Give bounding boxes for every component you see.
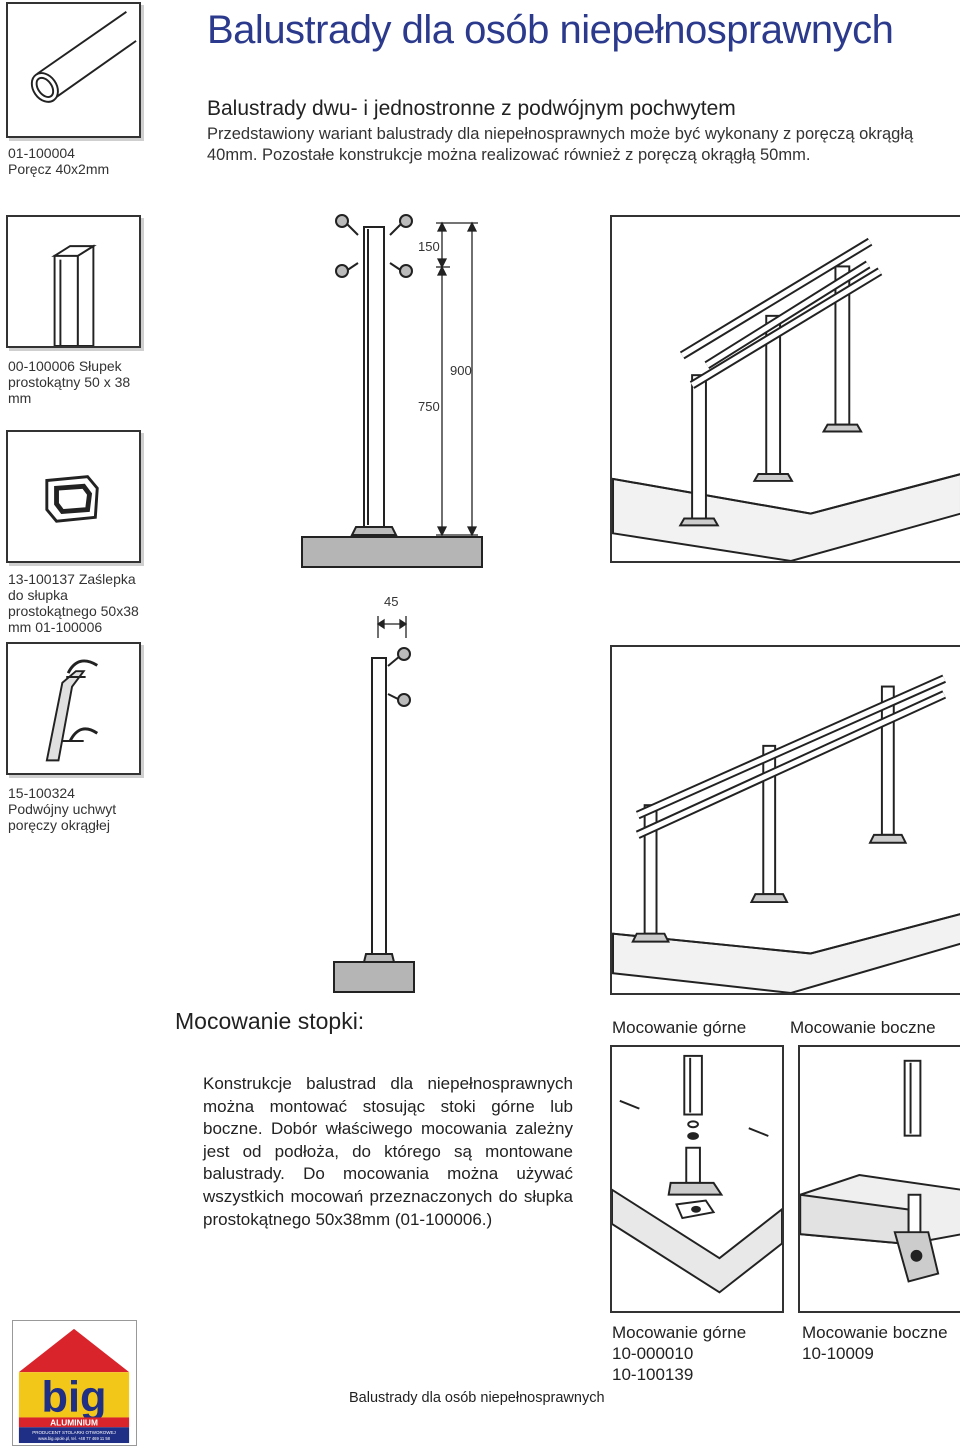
code-top-2: 10-100139 xyxy=(612,1365,694,1384)
thumb-rect-post xyxy=(6,215,141,348)
thumb-round-tube xyxy=(6,2,141,138)
codes-side-title: Mocowanie boczne xyxy=(802,1323,948,1342)
logo-brand: big xyxy=(42,1374,107,1422)
thumb-end-cap xyxy=(6,430,141,563)
side-mount-illustration xyxy=(798,1045,960,1313)
mounting-heading: Mocowanie stopki: xyxy=(175,1008,365,1034)
caption-end-cap: 13-100137 Zaślepka do słupka prostokątne… xyxy=(8,571,139,635)
logo-line1: ALUMINIUM xyxy=(50,1417,98,1427)
mounting-description: Konstrukcje balustrad dla niepełnosprawn… xyxy=(203,1074,573,1229)
caption-bracket: 15-100324 Podwójny uchwyt poręczy okrągł… xyxy=(8,785,117,833)
railing-3d-illustration xyxy=(612,237,960,561)
dim-150: 150 xyxy=(418,239,440,254)
mounting-side-label: Mocowanie boczne xyxy=(790,1018,936,1037)
top-mount-illustration xyxy=(610,1045,784,1313)
codes-top: Mocowanie górne 10-000010 10-100139 xyxy=(612,1322,746,1385)
code-side-1: 10-10009 xyxy=(802,1344,874,1363)
big-aluminium-logo: big ALUMINIUM PRODUCENT STOLARKI OTWOROW… xyxy=(18,1328,130,1444)
logo-line2: PRODUCENT STOLARKI OTWOROWEJ xyxy=(32,1430,116,1435)
page-title: Balustrady dla osób niepełnosprawnych xyxy=(207,8,894,52)
caption-round-tube: 01-100004 Poręcz 40x2mm xyxy=(8,145,110,177)
side-mount-icon xyxy=(800,1059,960,1283)
thumb-bracket xyxy=(6,642,141,775)
intro-paragraph: Przedstawiony wariant balustrady dla nie… xyxy=(207,125,914,164)
top-mount-icon xyxy=(612,1054,782,1294)
page-footer: Balustrady dla osób niepełnosprawnych xyxy=(349,1390,605,1406)
post-front-view-drawing: 150 900 750 xyxy=(301,214,483,568)
mounting-top-label: Mocowanie górne xyxy=(612,1018,747,1037)
codes-top-title: Mocowanie górne xyxy=(612,1323,747,1342)
dim-750: 750 xyxy=(418,399,440,414)
dim-45: 45 xyxy=(384,594,398,609)
round-tube-icon xyxy=(30,10,137,103)
iso-view-single-railing xyxy=(610,645,960,995)
company-logo: big ALUMINIUM PRODUCENT STOLARKI OTWOROW… xyxy=(12,1320,137,1446)
end-cap-icon xyxy=(45,475,99,523)
double-bracket-icon xyxy=(45,659,99,762)
iso-view-double-railing xyxy=(610,215,960,563)
caption-rect-post: 00-100006 Słupek prostokątny 50 x 38 mm xyxy=(8,358,131,406)
page-subtitle: Balustrady dwu- i jednostronne z podwójn… xyxy=(207,97,736,120)
code-top-1: 10-000010 xyxy=(612,1344,694,1363)
railing-single-3d-illustration xyxy=(612,674,960,993)
post-side-view-drawing: 45 xyxy=(333,594,415,993)
dim-900: 900 xyxy=(450,363,472,378)
logo-line3: www.big.opole.pl, tel. +48 77 469 11 58 xyxy=(38,1436,111,1441)
rectangular-post-icon xyxy=(51,244,97,346)
codes-side: Mocowanie boczne 10-10009 xyxy=(802,1322,948,1364)
